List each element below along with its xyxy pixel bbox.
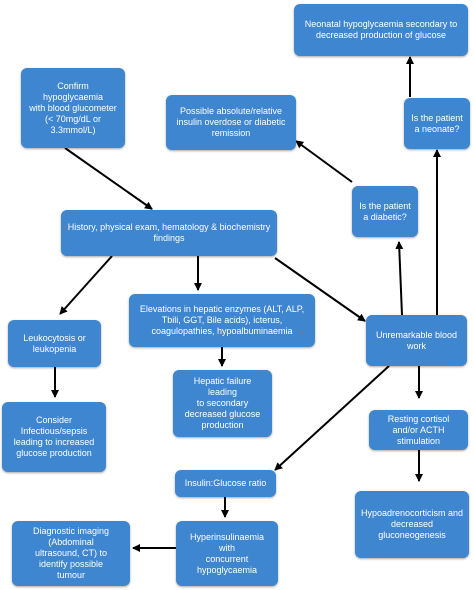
node-is-diabetic: Is the patient a diabetic? [352,186,418,237]
node-infectious-sepsis: Consider Infectious/sepsis leading to in… [2,402,106,472]
node-neonatal-hypoglycaemia: Neonatal hypoglycaemia secondary to decr… [294,4,468,56]
node-confirm-hypoglycaemia: Confirm hypoglycaemia with blood glucome… [21,68,125,148]
arrow-history-to-unremarkable [274,257,366,322]
arrow-unremarkable-to-insulin-ratio [274,365,390,471]
node-hepatic-enzymes: Elevations in hepatic enzymes (ALT, ALP,… [129,294,315,347]
node-unremarkable-bloodwork: Unremarkable blood work [366,315,467,366]
node-resting-cortisol: Resting cortisol and/or ACTH stimulation [369,410,468,450]
node-insulin-overdose: Possible absolute/relative insulin overd… [166,95,296,150]
node-diagnostic-imaging: Diagnostic imaging (Abdominal ultrasound… [12,521,130,586]
arrow-history-to-leukocytosis [59,255,113,315]
arrow-diabetic-to-insulin-overdose [295,140,353,183]
node-leukocytosis: Leukocytosis or leukopenia [8,320,101,367]
arrow-unremarkable-to-diabetic [395,241,404,316]
node-hepatic-failure: Hepatic failure leading to secondary dec… [173,370,272,437]
node-is-neonate: Is the patient a neonate? [404,98,470,149]
node-insulin-glucose-ratio: Insulin:Glucose ratio [175,470,276,497]
node-history-findings: History, physical exam, hematology & bio… [61,210,277,256]
arrow-confirm-to-history [64,147,153,210]
node-hyperinsulinaemia: Hyperinsulinaemia with concurrent hypogl… [176,521,278,586]
node-hypoadrenocorticism: Hypoadrenocorticism and decreased glucon… [355,491,469,558]
